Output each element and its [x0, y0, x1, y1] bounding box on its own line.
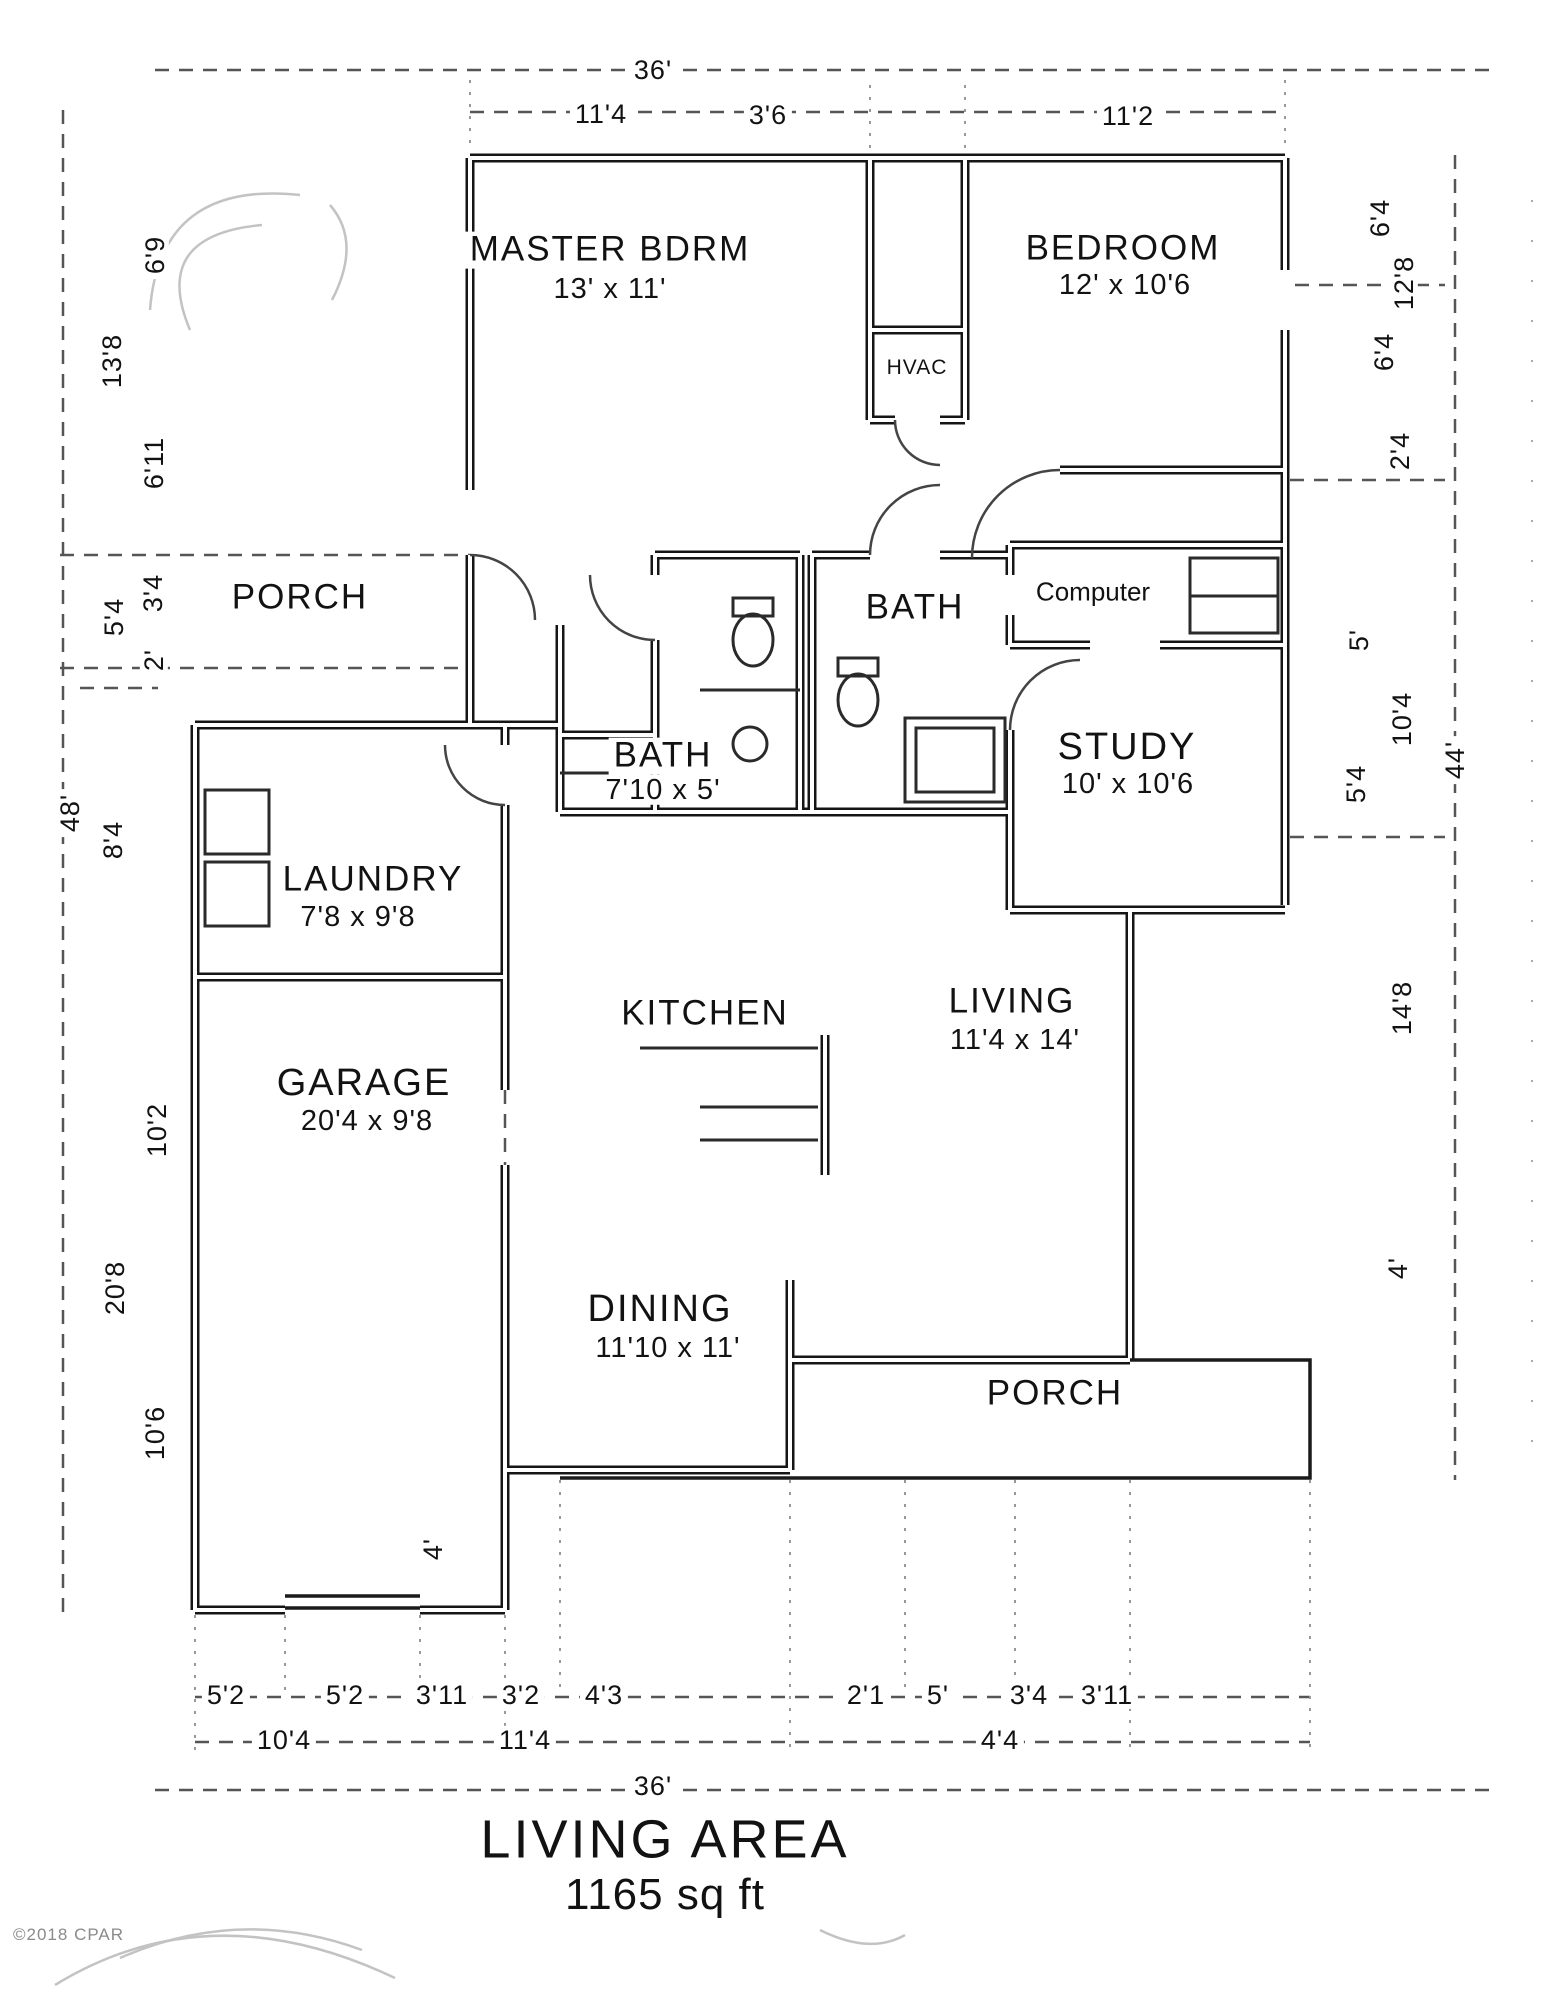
room-label-dining: DINING: [582, 1289, 738, 1330]
dim-left-3-4: 3'4: [138, 568, 168, 618]
dim-bottom2-2: 11'4: [493, 1725, 557, 1754]
dim-bottom1-5: 4'3: [579, 1680, 629, 1709]
room-dims-bath-hall: 7'10 x 5': [600, 774, 726, 805]
dim-bottom1-1: 5'2: [201, 1680, 251, 1709]
scan-smudges: [54, 192, 906, 1987]
room-dims-laundry: 7'8 x 9'8: [295, 901, 421, 932]
dim-left-2: 2': [139, 643, 169, 677]
room-label-master: MASTER BDRM: [464, 231, 756, 269]
dim-bottom1-7: 5': [921, 1680, 955, 1709]
room-dims-master: 13' x 11': [548, 273, 672, 304]
room-label-bath-hall: BATH: [608, 737, 718, 775]
dim-bottom1-4: 3'2: [496, 1680, 546, 1709]
dimension-lines: [60, 68, 1490, 1792]
room-dims-living: 11'4 x 14': [944, 1024, 1086, 1055]
dim-top-seg-2: 3'6: [743, 100, 793, 129]
dim-left-20-8: 20'8: [100, 1255, 130, 1321]
dim-bottom2-3: 4'4: [975, 1725, 1025, 1754]
dim-right-5: 5': [1344, 623, 1374, 657]
dim-left-6-9: 6'9: [140, 230, 170, 280]
dim-right-6-4a: 6'4: [1365, 193, 1395, 243]
copyright-watermark: ©2018 CPAR: [13, 1925, 125, 1945]
room-label-computer: Computer: [1030, 578, 1156, 606]
dim-top-overall: 36': [628, 55, 678, 84]
room-label-garage: GARAGE: [271, 1063, 457, 1104]
dim-bottom1-9: 3'11: [1075, 1680, 1139, 1709]
dim-left-10-2: 10'2: [142, 1097, 172, 1163]
dim-bottom1-2: 5'2: [320, 1680, 370, 1709]
door-arcs: [443, 419, 1081, 807]
dim-left-5-4: 5'4: [99, 592, 129, 642]
dim-top-seg-1: 11'4: [569, 99, 633, 128]
dim-left-6-11: 6'11: [139, 431, 169, 495]
dim-left-8-4: 8'4: [98, 815, 128, 865]
dim-right-12-8: 12'8: [1389, 250, 1419, 316]
room-label-porch-rear: PORCH: [981, 1375, 1129, 1413]
dim-bottom-overall: 36': [628, 1771, 678, 1800]
room-label-bedroom: BEDROOM: [1020, 230, 1226, 268]
dim-garage-door: 4': [418, 1532, 448, 1566]
dim-right-4: 4': [1383, 1251, 1413, 1285]
room-label-laundry: LAUNDRY: [277, 861, 469, 899]
dim-right-5-4: 5'4: [1341, 759, 1371, 809]
room-label-bath-upper: BATH: [860, 589, 970, 627]
dim-right-10-4: 10'4: [1387, 686, 1417, 752]
dim-left-13-8: 13'8: [97, 328, 127, 394]
dim-right-14-8: 14'8: [1387, 975, 1417, 1041]
room-dims-bedroom: 12' x 10'6: [1053, 269, 1197, 300]
dim-top-seg-3: 11'2: [1096, 101, 1160, 130]
room-dims-study: 10' x 10'6: [1056, 768, 1200, 799]
room-label-living: LIVING: [943, 983, 1081, 1021]
living-area-sqft: 1165 sq ft: [560, 1871, 770, 1919]
walls: [190, 153, 1290, 1615]
dim-bottom2-1: 10'4: [251, 1725, 317, 1754]
living-area-title: LIVING AREA: [475, 1811, 855, 1869]
room-label-kitchen: KITCHEN: [616, 995, 794, 1033]
dim-left-10-6: 10'6: [140, 1400, 170, 1466]
dim-right-6-4b: 6'4: [1369, 327, 1399, 377]
room-label-study: STUDY: [1052, 727, 1202, 768]
dim-right-2-4: 2'4: [1385, 426, 1415, 476]
room-dims-dining: 11'10 x 11': [590, 1332, 746, 1363]
dim-bottom1-6: 2'1: [841, 1680, 891, 1709]
dim-bottom1-8: 3'4: [1004, 1680, 1054, 1709]
room-label-porch-left: PORCH: [226, 579, 374, 617]
dim-left-48: 48': [55, 788, 85, 838]
fixtures: [203, 556, 1280, 1142]
porch-and-garage-door-lines: [285, 1358, 1312, 1610]
room-label-hvac: HVAC: [881, 356, 953, 380]
dim-bottom1-3: 3'11: [410, 1680, 474, 1709]
dim-right-44: 44': [1440, 735, 1470, 785]
room-dims-garage: 20'4 x 9'8: [295, 1105, 439, 1136]
